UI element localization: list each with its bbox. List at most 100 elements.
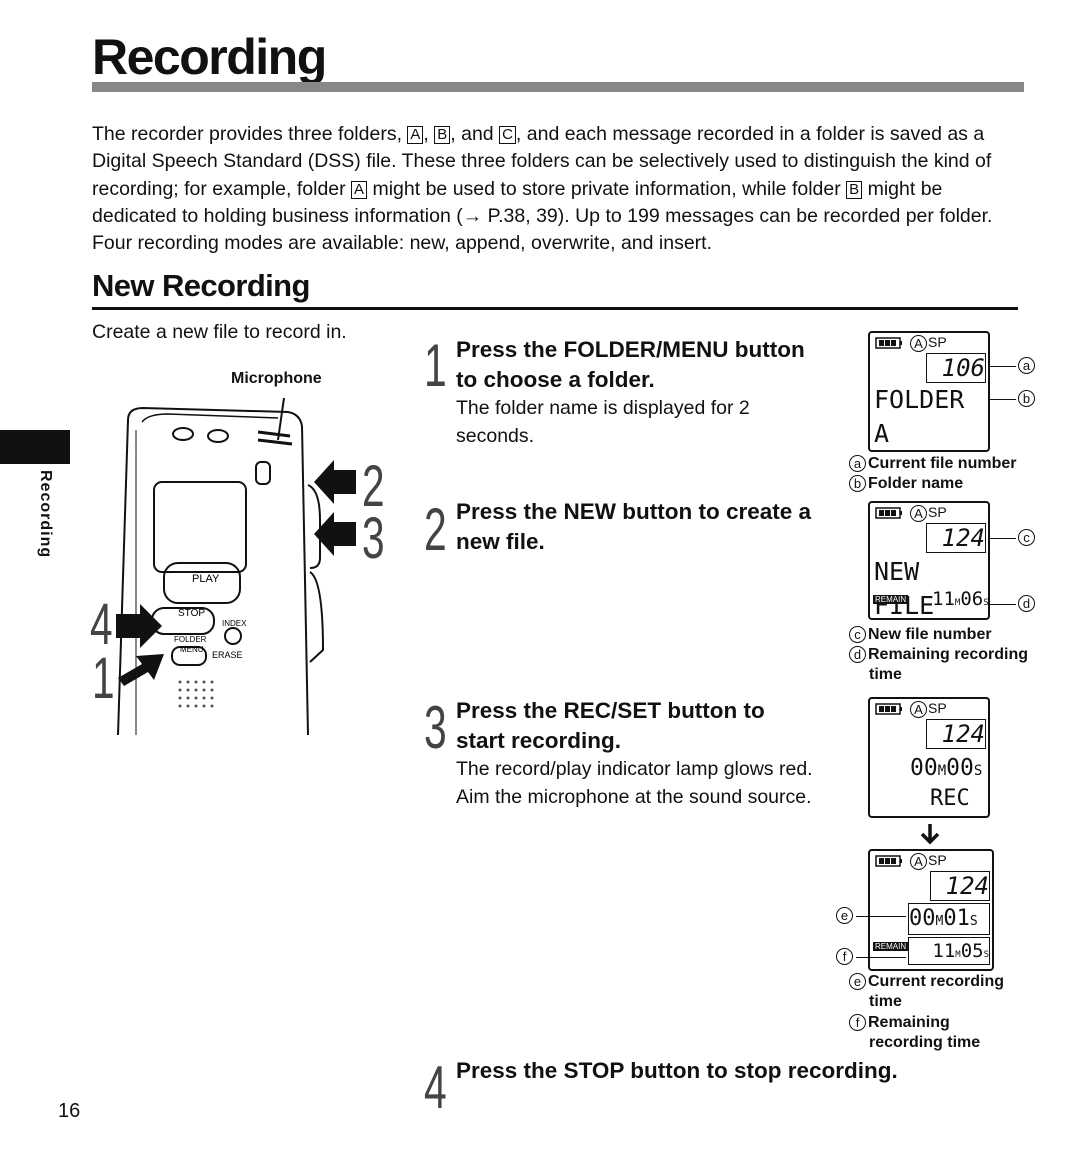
step-2-title-line-1: Press the NEW button to create a [456, 499, 812, 524]
folder-c-box: C [499, 126, 516, 144]
step-2-title: Press the NEW button to create a new fil… [456, 497, 811, 557]
arrow-2-icon [314, 460, 356, 504]
step-3-description: The record/play indicator lamp glows red… [456, 755, 813, 811]
recorder-screen [153, 481, 247, 573]
callout-2: 2 [362, 454, 385, 519]
down-arrow-icon [920, 824, 940, 845]
remain-label: REMAIN [873, 942, 909, 951]
index-button [224, 627, 242, 645]
lcd-display-recording-progress: A SP 124 00M01S REMAIN 11M05S [868, 849, 994, 971]
lcd-display-new-file: A SP 124 NEW FILE REMAIN 11M06S [868, 501, 990, 620]
folder-indicator: A [910, 505, 927, 522]
microphone-pointer-line [277, 397, 285, 441]
play-button [163, 562, 241, 604]
mode-indicator: SP [928, 852, 947, 868]
step-1-desc-line-1: The folder name is displayed for 2 [456, 397, 750, 419]
file-number-display: 124 [926, 719, 986, 749]
file-number-display: 106 [926, 353, 986, 383]
recorder-jack-2 [207, 429, 229, 443]
intro-paragraph: The recorder provides three folders, A, … [92, 121, 1027, 257]
folder-a-box: A [407, 126, 424, 144]
recorder-body-right [127, 406, 309, 736]
battery-icon [875, 507, 902, 519]
recorder-illustration: PLAY STOP INDEX FOLDER MENU ERASE 2 3 4 … [90, 397, 385, 736]
step-3-number: 3 [424, 694, 447, 761]
folder-indicator: A [910, 853, 927, 870]
side-tab-label: Recording [37, 470, 54, 559]
page-number: 16 [58, 1100, 81, 1122]
play-label: PLAY [192, 573, 220, 585]
indicator-lamp [255, 461, 271, 485]
step-4-number: 4 [424, 1054, 447, 1121]
step-2-number: 2 [424, 496, 447, 563]
folder-b-box: B [846, 180, 863, 199]
remaining-time-display: 11M05S [908, 937, 990, 965]
arrow-3-icon [314, 512, 356, 556]
step-1-title: Press the FOLDER/MENU button to choose a… [456, 335, 805, 395]
folder-indicator: A [910, 701, 927, 718]
battery-icon [875, 703, 902, 715]
step-3-title: Press the REC/SET button to start record… [456, 696, 765, 756]
marker-f: f [836, 948, 853, 965]
recording-time-display: 00M01S [908, 903, 990, 935]
step-1-desc-line-2: seconds. [456, 425, 535, 447]
rec-status-display: REC [930, 786, 970, 811]
file-number-display: 124 [930, 871, 990, 901]
section-subtitle: Create a new file to record in. [92, 321, 347, 343]
step-3-desc-line-1: The record/play indicator lamp glows red… [456, 758, 813, 780]
step-1-title-line-1: Press the FOLDER/MENU button [456, 337, 805, 362]
lcd-display-recording: A SP 124 00M00S REC [868, 697, 990, 818]
intro-sep-1: , [423, 123, 429, 145]
intro-text-4: might be dedicated to holding business i… [92, 177, 993, 255]
file-number-display: 124 [926, 523, 986, 553]
step-2-title-line-2: new file. [456, 529, 545, 554]
callout-1: 1 [92, 646, 115, 711]
rec-slide [307, 484, 321, 569]
intro-sep-2: , and [450, 123, 494, 145]
arrow-1-icon [118, 654, 164, 686]
recorder-jack-1 [172, 427, 194, 441]
marker-a: a [1018, 357, 1035, 374]
side-tab-marker [0, 430, 70, 464]
mode-indicator: SP [928, 700, 947, 716]
step-3-desc-line-2: Aim the microphone at the sound source. [456, 786, 812, 808]
folder-a-box: A [351, 180, 368, 199]
title-rule [92, 82, 1024, 92]
step-1-number: 1 [424, 332, 447, 399]
index-label: INDEX [222, 619, 247, 628]
folder-menu-button [171, 646, 207, 666]
lcd-display-folder: A SP 106 FOLDER A [868, 331, 990, 452]
remaining-time-display: 11M06S [932, 588, 989, 610]
step-3-title-line-1: Press the REC/SET button to [456, 698, 765, 723]
page-title: Recording [92, 29, 327, 85]
step-3-title-line-2: start recording. [456, 728, 622, 753]
mode-indicator: SP [928, 504, 947, 520]
callout-3: 3 [362, 506, 385, 571]
marker-b: b [1018, 390, 1035, 407]
intro-text-1: The recorder provides three folders, [92, 123, 402, 145]
microphone-label: Microphone [231, 370, 322, 387]
recording-time-display: 00M00S [910, 755, 983, 781]
folder-label: FOLDER [174, 635, 207, 644]
section-heading: New Recording [92, 268, 310, 303]
erase-label: ERASE [212, 650, 243, 660]
intro-text-3: might be used to store private informati… [372, 177, 841, 200]
marker-e: e [836, 907, 853, 924]
folder-indicator: A [910, 335, 927, 352]
stop-label: STOP [178, 608, 205, 619]
folder-name-display: FOLDER A [874, 385, 965, 448]
step-4-title: Press the STOP button to stop recording. [456, 1058, 898, 1083]
menu-label: MENU [180, 645, 204, 654]
callout-4: 4 [90, 592, 113, 657]
arrow-4-icon [116, 604, 162, 648]
battery-icon [875, 337, 902, 349]
mode-indicator: SP [928, 334, 947, 350]
intro-text-2: , and each message recorded in a folder … [92, 123, 992, 200]
battery-icon [875, 855, 902, 867]
folder-b-box: B [434, 126, 451, 144]
